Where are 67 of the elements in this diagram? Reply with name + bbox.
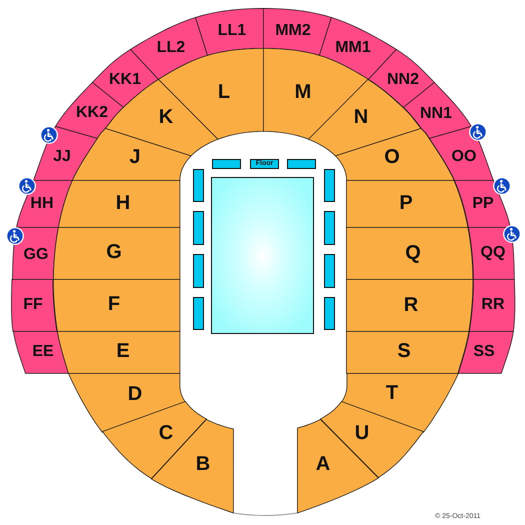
section-label: E xyxy=(116,340,130,361)
seating-section xyxy=(58,180,180,228)
floor-area xyxy=(211,177,314,334)
section-label: OO xyxy=(452,148,476,165)
floor-seating-block xyxy=(193,211,204,245)
section-label: M xyxy=(294,82,312,102)
floor-seating-block xyxy=(324,169,335,202)
seating-section xyxy=(12,330,68,374)
section-label: KK2 xyxy=(76,104,108,121)
section-label: H xyxy=(116,192,130,213)
section-label: JJ xyxy=(53,148,71,165)
section-label: KK1 xyxy=(108,72,141,88)
seating-section xyxy=(346,180,468,228)
section-label: O xyxy=(384,146,400,167)
section-label: R xyxy=(404,294,418,315)
section-label: Q xyxy=(405,242,421,263)
floor-seating-block xyxy=(212,159,241,168)
section-label: B xyxy=(196,454,210,474)
section-label: EE xyxy=(32,344,54,360)
seating-section xyxy=(150,418,234,514)
section-label: F xyxy=(108,294,120,314)
section-label: D xyxy=(128,384,142,404)
seating-section xyxy=(52,226,180,280)
section-label: PP xyxy=(472,196,494,212)
section-label: MM1 xyxy=(335,40,371,56)
section-label: G xyxy=(106,242,122,262)
floor-seating-block xyxy=(193,169,204,202)
section-label: N xyxy=(354,106,368,127)
section-label: LL2 xyxy=(156,40,186,56)
floor-seating-block xyxy=(287,159,316,168)
section-label: C xyxy=(158,422,174,443)
section-label: U xyxy=(354,422,370,443)
section-label: FF xyxy=(23,296,43,313)
section-label: LL1 xyxy=(218,22,246,39)
floor-seating-block xyxy=(193,254,204,288)
seating-section xyxy=(72,128,192,180)
section-label: HH xyxy=(30,196,54,212)
seating-section xyxy=(346,226,474,280)
section-label: A xyxy=(316,454,330,474)
seating-section xyxy=(454,180,510,228)
floor-seating-block xyxy=(250,159,279,168)
floor-seating-block xyxy=(324,211,335,245)
seating-section xyxy=(468,278,515,332)
section-label: NN2 xyxy=(386,72,419,88)
section-label: S xyxy=(397,340,411,361)
section-label: K xyxy=(158,106,174,127)
seating-section xyxy=(296,418,378,514)
floor-seating-block xyxy=(193,297,204,330)
section-label: GG xyxy=(24,246,48,263)
section-label: NN1 xyxy=(420,106,452,122)
seating-section xyxy=(458,330,514,374)
floor-seating-block xyxy=(324,254,335,288)
floor-seating-block xyxy=(324,297,335,330)
section-label: SS xyxy=(473,344,495,360)
section-label: MM2 xyxy=(275,22,311,39)
section-label: RR xyxy=(481,296,505,313)
seating-section xyxy=(346,278,474,332)
seating-section xyxy=(52,278,180,332)
section-label: P xyxy=(399,192,413,213)
section-label: T xyxy=(386,382,398,403)
seating-section xyxy=(194,8,264,56)
seating-section xyxy=(56,330,180,374)
seating-section xyxy=(11,278,58,332)
section-label: J xyxy=(129,146,141,167)
seating-section xyxy=(346,330,470,374)
section-label: QQ xyxy=(480,244,506,261)
section-label: L xyxy=(218,82,230,102)
